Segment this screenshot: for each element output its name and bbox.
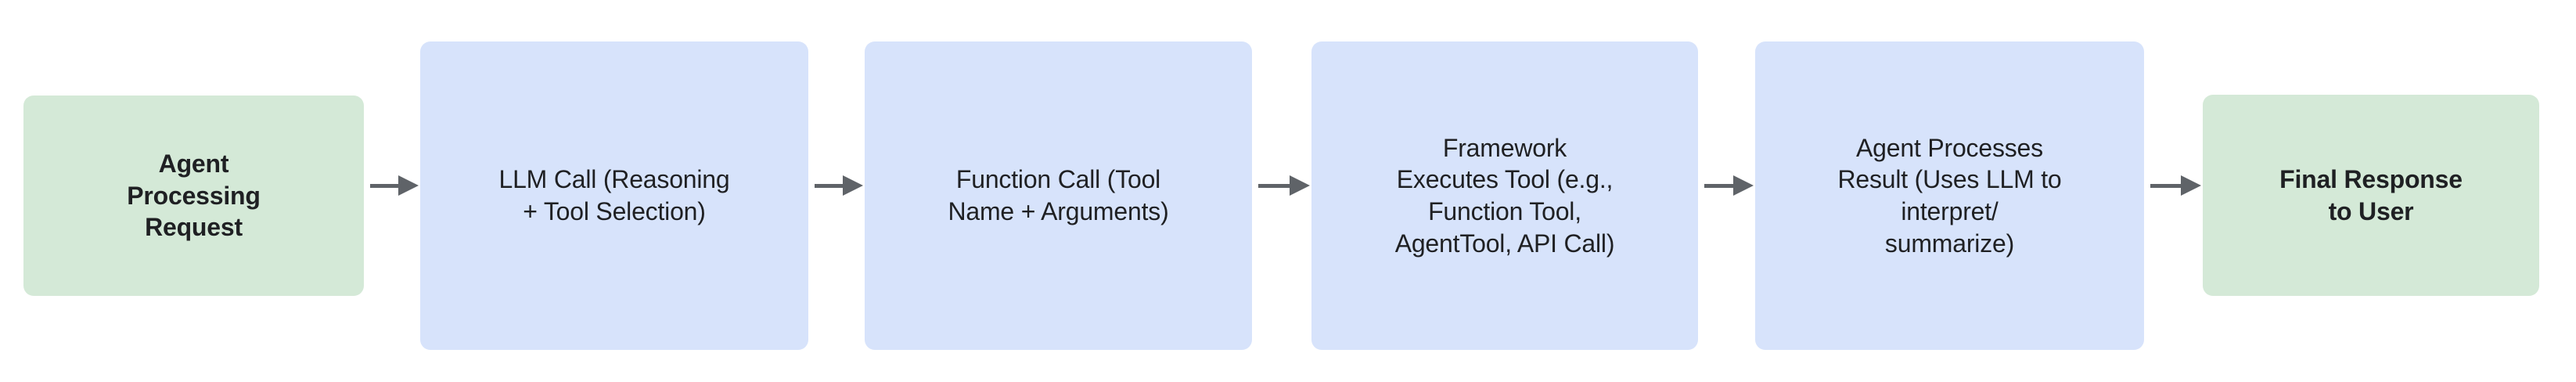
arrow-shaft	[1704, 183, 1734, 188]
flow-arrow-5	[2150, 175, 2201, 196]
flow-arrow-4	[1704, 175, 1754, 196]
arrow-head-icon	[843, 175, 863, 196]
flow-arrow-1	[370, 175, 419, 196]
arrow-head-icon	[1733, 175, 1754, 196]
flow-node-framework-executes-tool[interactable]: Framework Executes Tool (e.g., Function …	[1311, 41, 1698, 350]
arrow-shaft	[815, 183, 844, 188]
flow-node-agent-processing-request[interactable]: Agent Processing Request	[23, 96, 364, 296]
flow-node-final-response-to-user[interactable]: Final Response to User	[2203, 95, 2539, 296]
arrow-shaft	[1258, 183, 1290, 188]
flow-arrow-2	[815, 175, 863, 196]
arrow-shaft	[2150, 183, 2182, 188]
arrow-head-icon	[1290, 175, 1310, 196]
arrow-head-icon	[2181, 175, 2201, 196]
arrow-head-icon	[398, 175, 419, 196]
flow-arrow-3	[1258, 175, 1310, 196]
flow-node-llm-call[interactable]: LLM Call (Reasoning + Tool Selection)	[420, 41, 808, 350]
flow-node-agent-processes-result[interactable]: Agent Processes Result (Uses LLM to inte…	[1755, 41, 2144, 350]
arrow-shaft	[370, 183, 399, 188]
flow-node-function-call[interactable]: Function Call (Tool Name + Arguments)	[865, 41, 1252, 350]
